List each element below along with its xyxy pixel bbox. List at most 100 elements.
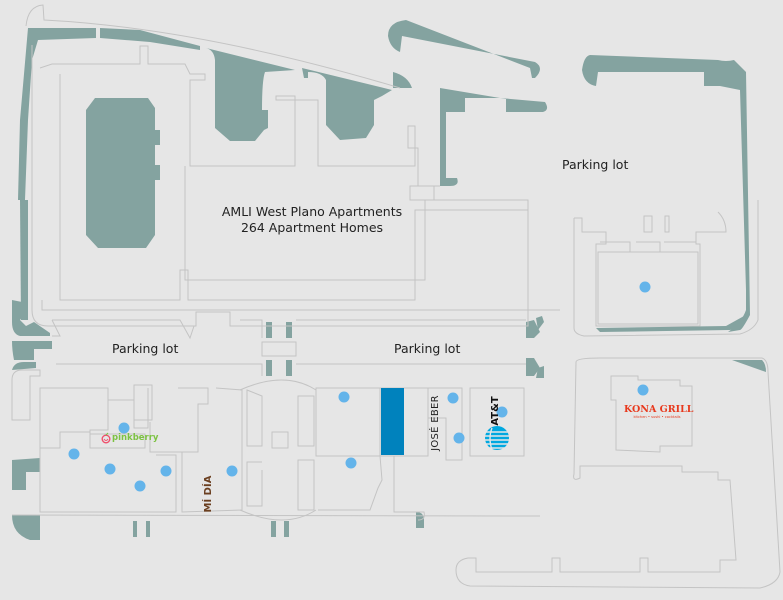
building-outline	[246, 389, 263, 447]
store-pinkberry[interactable]: pinkberry	[112, 433, 158, 443]
landscape-area	[12, 458, 40, 490]
landscape-area	[536, 316, 544, 330]
landscape-area	[12, 300, 50, 336]
building-outline	[297, 459, 315, 511]
landscape-area	[86, 98, 160, 248]
landscape-area	[266, 322, 272, 338]
store-mi-dia[interactable]: MÍ DÍA	[203, 469, 219, 519]
location-marker[interactable]	[134, 480, 146, 492]
landscape-area	[286, 322, 292, 338]
parking-curb	[56, 363, 526, 376]
building-outline	[11, 369, 41, 421]
parking-lot-label-east: Parking lot	[394, 341, 461, 356]
location-marker[interactable]	[104, 463, 116, 475]
building-outline	[393, 456, 425, 521]
landscape-area	[526, 320, 540, 338]
site-boundary	[31, 45, 529, 327]
building-outline	[428, 387, 463, 461]
building-outline	[643, 215, 670, 233]
landscape-area	[732, 360, 766, 372]
building-outline	[39, 45, 435, 200]
landscape-area	[206, 48, 295, 141]
parking-curb	[51, 319, 61, 337]
parking-curb	[261, 341, 297, 357]
landscape-area	[440, 88, 548, 186]
store-kona-grill-tagline: kitchen • sushi • cocktails	[633, 415, 681, 419]
store-pinkberry-name: pinkberry	[112, 433, 159, 443]
location-marker[interactable]	[160, 465, 172, 477]
apartments-subtitle: 264 Apartment Homes	[240, 220, 384, 235]
building-outline	[239, 379, 317, 521]
landscape-area	[266, 360, 272, 376]
landscape-area	[146, 521, 150, 537]
landscape-area	[18, 28, 96, 200]
building-outline	[41, 300, 560, 311]
location-marker[interactable]	[637, 384, 649, 396]
building-outline	[610, 375, 693, 453]
parking-lot-label-north: Parking lot	[562, 157, 629, 172]
landscape-area	[388, 20, 540, 78]
store-jose-eber[interactable]: JOSÉ EBER	[429, 393, 443, 453]
building-outline	[297, 395, 315, 447]
building-outline	[39, 448, 177, 513]
landscape-area	[286, 360, 292, 376]
landscape-area	[12, 515, 40, 540]
store-mi-dia-name: MÍ DÍA	[203, 475, 214, 513]
building-outline	[11, 514, 541, 517]
location-marker[interactable]	[453, 432, 465, 444]
building-outline	[133, 384, 153, 421]
landscape-area	[12, 362, 36, 370]
store-att[interactable]: AT&T	[489, 391, 503, 431]
location-marker[interactable]	[118, 422, 130, 434]
att-globe-icon	[485, 426, 509, 451]
building-outlines	[11, 4, 781, 589]
landscape-area	[271, 521, 276, 537]
landscape-area	[536, 366, 544, 378]
landscape-area	[12, 341, 52, 360]
highlighted-unit[interactable]	[381, 388, 404, 455]
building-outline	[149, 387, 209, 453]
landscape-area	[302, 68, 392, 140]
parking-curb	[52, 319, 195, 340]
landscape-area	[100, 28, 200, 50]
parking-curb	[240, 319, 526, 338]
location-marker[interactable]	[226, 465, 238, 477]
store-kona-grill[interactable]: KONA GRILL kitchen • sushi • cocktails	[624, 404, 694, 420]
landscape-area	[284, 521, 289, 537]
building-outline	[316, 455, 383, 511]
building-outline	[455, 357, 781, 589]
building-outline	[573, 200, 759, 337]
landscape-area	[133, 521, 137, 537]
location-marker[interactable]	[496, 406, 508, 418]
location-markers	[68, 281, 651, 492]
site-boundary	[25, 4, 401, 89]
store-att-name: AT&T	[490, 396, 501, 426]
location-marker[interactable]	[639, 281, 651, 293]
building-outline	[246, 461, 263, 507]
building-outline	[271, 431, 289, 449]
building-outline	[181, 387, 243, 513]
building-outline	[600, 241, 696, 252]
location-marker[interactable]	[338, 391, 350, 403]
building-outline	[597, 251, 699, 325]
location-marker[interactable]	[68, 448, 80, 460]
building-outline	[184, 166, 426, 281]
location-marker[interactable]	[447, 392, 459, 404]
parking-lot-label-west: Parking lot	[112, 341, 179, 356]
store-kona-grill-name: KONA GRILL	[624, 404, 694, 415]
apartments-label: AMLI West Plano Apartments 264 Apartment…	[212, 204, 412, 236]
building-outline	[574, 211, 727, 327]
landscape-area	[582, 55, 750, 332]
location-marker[interactable]	[345, 457, 357, 469]
pinkberry-logo-icon	[101, 432, 111, 444]
building-outline	[59, 74, 528, 301]
store-jose-eber-name: JOSÉ EBER	[430, 395, 441, 451]
building-outline	[469, 387, 525, 457]
building-outline	[39, 387, 146, 449]
landscape-area	[526, 358, 540, 376]
landscape-area	[393, 72, 412, 88]
landscape-area	[20, 200, 28, 320]
apartments-title: AMLI West Plano Apartments	[221, 204, 403, 219]
building-outline	[108, 388, 149, 429]
